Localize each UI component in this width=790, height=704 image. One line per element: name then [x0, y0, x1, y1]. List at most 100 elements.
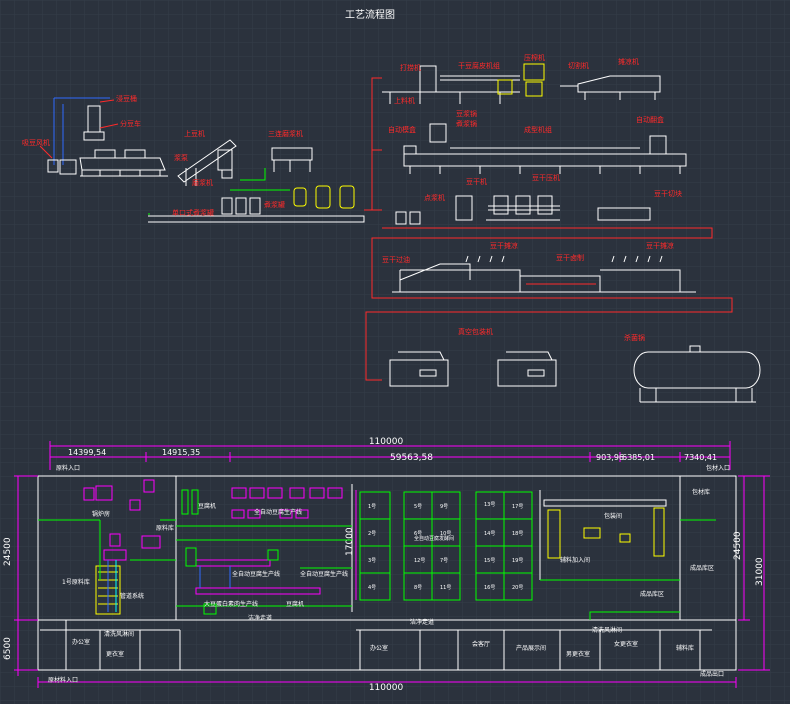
- dim-d3: 59563,58: [390, 453, 433, 463]
- label-tofu-cool: 豆干摊凉: [490, 241, 518, 250]
- tofu-fry-stew-line: [392, 255, 696, 293]
- label-corridor1: 洁净走道: [248, 614, 272, 622]
- room-number-label: 15号: [484, 558, 495, 564]
- soak-tank-equipment: [47, 97, 168, 177]
- dim-d1: 14399,54: [68, 448, 106, 457]
- office-rooms: [40, 620, 712, 670]
- label-pump: 浆泵: [174, 153, 188, 162]
- label-tofu-skin-line: 大豆蛋白素肉生产线: [204, 600, 258, 608]
- label-raw-store: 原料库: [156, 524, 174, 532]
- label-sterilizer: 杀菌锅: [624, 333, 645, 342]
- room-number-label: 2号: [368, 531, 376, 537]
- label-dryer: 摊凉机: [618, 57, 639, 66]
- room-number-label: 9号: [440, 504, 448, 510]
- label-grinder: 分豆车: [120, 119, 141, 128]
- label-aux: 辅料库: [676, 644, 694, 652]
- label-materials: 辅料加入间: [560, 556, 590, 564]
- label-forming-line: 成型机组: [524, 125, 552, 134]
- label-tofu-fryer: 豆干过油: [382, 255, 410, 264]
- building-outline: [37, 475, 737, 671]
- room-number-label: 12号: [414, 558, 425, 564]
- label-corridor2: 洁净走道: [410, 618, 434, 626]
- diagram-title: 工艺流程图: [345, 8, 395, 21]
- sterilizer-tank: [633, 345, 761, 403]
- room-number-label: 19号: [512, 558, 523, 564]
- room-number-label: 3号: [368, 558, 376, 564]
- production-line-equipment: [195, 487, 343, 595]
- label-line-auto3: 全自动豆腐生产线: [232, 570, 280, 578]
- label-tofu-dryer: 豆干机: [466, 177, 487, 186]
- tofu-skin-line: [382, 65, 661, 104]
- label-center-room: 全自动豆腐发酵间: [414, 535, 454, 542]
- elevator-conveyor: [177, 139, 237, 186]
- dim-left-lower: 6500: [3, 637, 13, 660]
- label-three-grinder: 三连磨浆机: [268, 129, 303, 138]
- label-dorm: 更衣室: [106, 650, 124, 658]
- label-tofu-stew: 豆干卤制: [556, 253, 584, 262]
- presser-machines: [497, 63, 545, 97]
- right-dimensions: [738, 475, 770, 671]
- room-number-label: 20号: [512, 585, 523, 591]
- forming-line: [403, 123, 687, 174]
- label-cook-tank: 煮浆罐: [264, 200, 285, 209]
- label-line-auto1: 全自动豆腐生产线: [254, 508, 302, 516]
- label-elevator: 上豆机: [184, 129, 205, 138]
- label-coagulant: 煮浆锅: [456, 119, 477, 128]
- dim-d2: 14915,35: [162, 448, 200, 457]
- left-dimensions: [14, 475, 38, 676]
- label-wash-room: 清洗风淋间: [104, 630, 134, 638]
- process-flow-section: 浸豆桶 分豆车 吸豆风机 上豆机 浆泵 磨浆机 三连磨浆机: [22, 53, 761, 403]
- room-number-label: 4号: [368, 585, 376, 591]
- label-change2: 男更衣室: [566, 650, 590, 658]
- three-stage-grinder: [271, 147, 313, 172]
- label-product-store: 成品库区: [690, 564, 714, 572]
- green-equipment: [181, 489, 279, 615]
- dim-d4: 903,96: [596, 453, 624, 462]
- room-number-label: 6号: [414, 531, 422, 537]
- label-showroom: 产品展示间: [516, 644, 546, 652]
- label-office: 办公室: [72, 638, 90, 646]
- packaging-equipment: [547, 507, 665, 559]
- label-pulp-pump: 磨浆机: [192, 178, 213, 187]
- room-number-label: 17号: [512, 504, 523, 510]
- label-cutter: 切割机: [568, 61, 589, 70]
- label-bean-machine: 豆腐机: [198, 502, 216, 510]
- label-boiler-room: 锅炉房: [92, 510, 110, 518]
- label-line-auto4: 全自动豆腐生产线: [300, 570, 348, 578]
- vacuum-pack-machines: [389, 351, 557, 387]
- label-auto-mold: 自动模盒: [388, 125, 416, 134]
- label-cold-room: 包材库: [692, 488, 710, 496]
- label-lab: 办公室: [370, 644, 388, 652]
- label-wash-room2: 清洗风淋间: [592, 626, 622, 634]
- label-press-box: 点浆机: [424, 193, 445, 202]
- room-number-label: 13号: [484, 502, 495, 508]
- label-mixer-tank: 单口式煮浆罐: [172, 208, 214, 217]
- label-presser: 压榨机: [524, 53, 545, 62]
- red-flow-lines: [364, 77, 733, 381]
- label-bean-washer: 吸豆风机: [22, 138, 50, 147]
- label-pipeline: 管道系统: [120, 592, 144, 600]
- label-packing-area: 成品库区: [640, 590, 664, 598]
- label-cooling: 豆腐机: [286, 600, 304, 608]
- dim-right-outer: 31000: [755, 557, 765, 586]
- room-number-label: 8号: [414, 585, 422, 591]
- tofu-press-line: [395, 195, 651, 225]
- room-number-label: 5号: [414, 504, 422, 510]
- dim-right-inner: 24500: [733, 531, 743, 560]
- room-number-label: 18号: [512, 531, 523, 537]
- dim-center-v: 17000: [345, 527, 355, 556]
- label-raw-inlet-bottom: 原材料入口: [48, 676, 78, 684]
- label-pack-room: 包装间: [604, 512, 622, 520]
- top-dimension: [49, 441, 731, 470]
- label-stage1: 1号原料库: [62, 578, 90, 586]
- label-pack-entrance: 包材入口: [706, 464, 730, 472]
- room-number-label: 11号: [440, 585, 451, 591]
- cooking-tanks: [293, 185, 355, 209]
- room-number-label: 16号: [484, 585, 495, 591]
- floor-plan-section: 110000 14399,54 14915,35 59563,58 903,96…: [3, 437, 770, 693]
- floor-plan-labels: 原料入口 包材入口 锅炉房 1号原料库 原料库 全自动豆腐生产线 全自动豆腐生产…: [48, 464, 730, 684]
- dim-d6: 7340,41: [684, 453, 717, 462]
- room-number-labels: 1号2号3号4号5号6号7号8号9号10号11号12号13号14号15号16号1…: [368, 502, 523, 591]
- label-meeting: 会客厅: [472, 640, 490, 648]
